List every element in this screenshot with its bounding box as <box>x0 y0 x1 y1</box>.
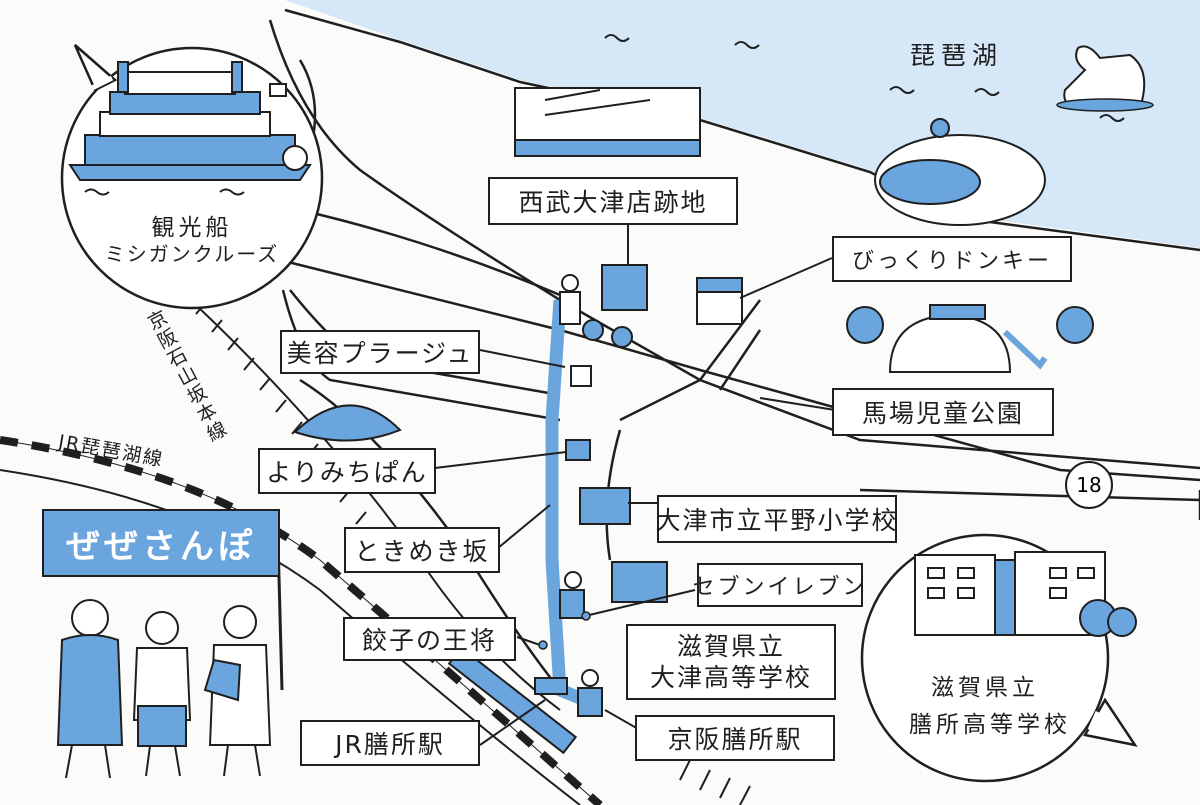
wave-marks <box>604 34 1125 122</box>
tree-icons <box>582 319 633 348</box>
label-otsu-high-line2: 大津高等学校 <box>649 663 812 692</box>
label-otsu-high-school: 滋賀県立 大津高等学校 <box>626 624 836 700</box>
label-heiya-elementary: 大津市立平野小学校 <box>656 495 897 543</box>
boat-callout-subtitle: ミシガンクルーズ <box>104 242 280 266</box>
boat-callout-title: 観光船 <box>151 215 233 241</box>
label-seibu-site: 西武大津店跡地 <box>488 177 738 225</box>
school-building-icon <box>914 551 1106 636</box>
label-tokimeki-slope: ときめき坂 <box>344 527 500 573</box>
label-baba-park: 馬場児童公園 <box>832 388 1054 436</box>
route-18-sign: 18 <box>1065 461 1113 509</box>
lake-name: 琵琶湖 <box>910 41 1004 70</box>
bread-icon <box>293 404 402 442</box>
lake-area <box>285 0 1200 248</box>
school-callout <box>860 533 1138 783</box>
track-ties <box>679 759 751 805</box>
boat-callout <box>60 44 324 310</box>
label-yorimichi-pan: よりみちぱん <box>258 448 436 494</box>
label-seven-eleven: セブンイレブン <box>693 563 865 607</box>
swan-boat-icon <box>1056 45 1154 112</box>
zeze-sanpo-banner: ぜぜさんぽ <box>42 509 280 577</box>
small-shop-icons <box>534 365 668 695</box>
walking-route <box>545 299 588 707</box>
label-bikkuri-donkey: びっくりドンキー <box>832 236 1072 282</box>
label-gyoza-ohsho: 餃子の王将 <box>343 617 516 661</box>
jr-railway <box>0 436 603 805</box>
school-callout-line2: 膳所高等学校 <box>909 712 1071 738</box>
ship-icon <box>68 61 312 181</box>
route-walkers-icon <box>559 274 603 717</box>
cube-building-icon <box>601 264 648 311</box>
park-playground-icon <box>846 304 1094 373</box>
restaurant-icon <box>696 277 743 325</box>
label-biyou-plage: 美容プラージュ <box>280 330 480 374</box>
label-keihan-zeze-station: 京阪膳所駅 <box>635 715 835 761</box>
school-callout-line1: 滋賀県立 <box>931 675 1039 701</box>
fountain-icon <box>874 118 1046 226</box>
label-otsu-high-line1: 滋賀県立 <box>676 631 785 661</box>
label-jr-zeze-station: JR膳所駅 <box>300 720 480 766</box>
leader-lines <box>434 224 836 746</box>
seibu-site-building <box>514 87 701 157</box>
walking-people-icon <box>56 539 284 779</box>
